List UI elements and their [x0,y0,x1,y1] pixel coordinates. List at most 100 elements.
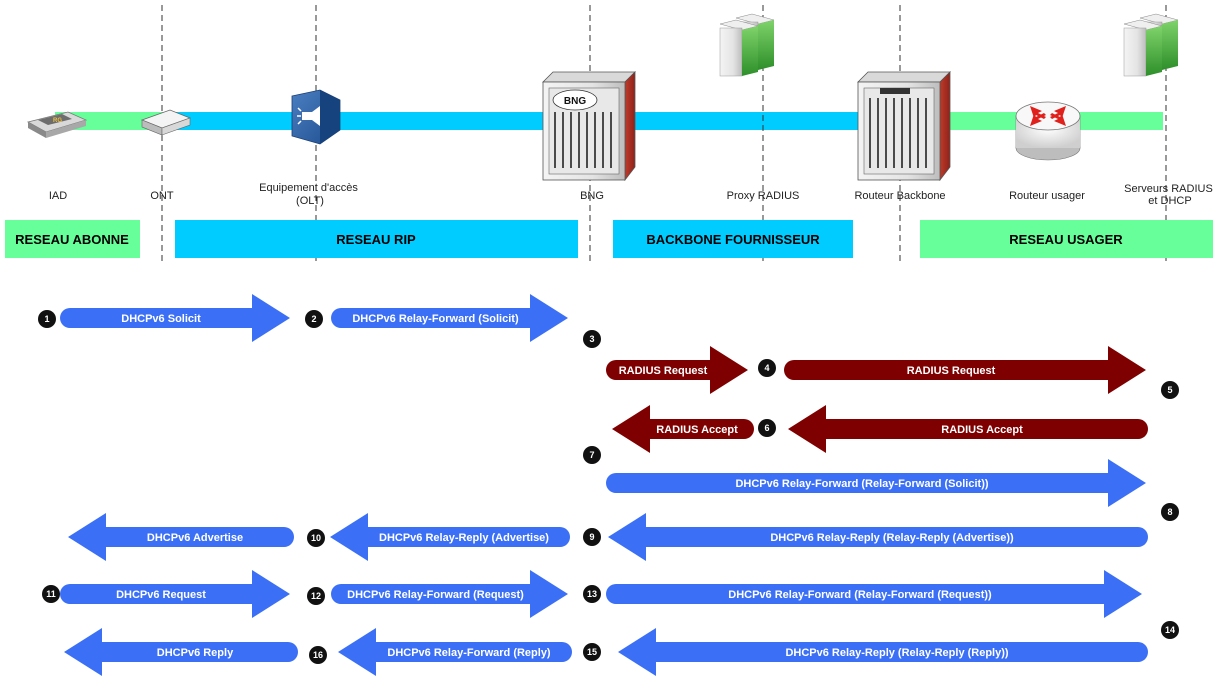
arrow-shape [338,628,572,676]
step-number: 8 [1167,507,1172,517]
device-label-iad: IAD [49,190,67,202]
device-labels: IAD ONT Equipement d'accès (OLT) BNG Pro… [49,182,1216,207]
zone-backbone [613,220,853,258]
message-arrow-1: DHCPv6 Solicit [60,294,290,342]
step-circle [583,528,601,546]
arrow-shape [64,628,298,676]
message-arrow-2: DHCPv6 Relay-Forward (Solicit) [331,294,568,342]
step-marker-4: 4 [758,359,776,377]
message-arrow-14: DHCPv6 Relay-Forward (Relay-Forward (Req… [606,570,1142,618]
step-marker-6: 6 [758,419,776,437]
step-marker-11: 11 [42,585,60,603]
message-arrow-13: DHCPv6 Relay-Forward (Request) [331,570,568,618]
message-arrow-4: RADIUS Request [606,346,748,394]
step-marker-1: 1 [38,310,56,328]
message-arrow-16: DHCPv6 Relay-Forward (Reply) [338,628,572,676]
message-arrow-10: DHCPv6 Relay-Reply (Advertise) [330,513,570,561]
arrow-shape [331,294,568,342]
step-circle [305,310,323,328]
link-ont-bng [163,112,603,130]
step-circle [1161,621,1179,639]
radius-dhcp-server-icon [1123,13,1179,77]
arrow-shape [331,570,568,618]
arrow-label: RADIUS Request [907,365,996,377]
zone-rip [175,220,578,258]
zones: RESEAU ABONNE RESEAU RIP BACKBONE FOURNI… [5,220,1213,258]
step-circle [309,646,327,664]
message-arrow-8: DHCPv6 Relay-Forward (Relay-Forward (Sol… [606,459,1146,507]
step-marker-3: 3 [583,330,601,348]
step-circle [307,529,325,547]
step-number: 14 [1165,625,1175,635]
message-arrows: DHCPv6 Solicit DHCPv6 Relay-Forward (Soli… [60,294,1148,676]
arrow-label: DHCPv6 Relay-Forward (Solicit) [352,313,519,325]
arrow-shape [784,346,1146,394]
step-number: 5 [1167,385,1172,395]
device-label-bng: BNG [580,190,604,202]
step-marker-10: 10 [307,529,325,547]
olt-access-icon [291,89,341,145]
svg-text:RG: RG [53,118,62,124]
step-number: 2 [311,314,316,324]
arrow-label: RADIUS Accept [941,424,1023,436]
step-marker-15: 15 [583,643,601,661]
zone-label-usager: RESEAU USAGER [1009,232,1123,247]
arrow-shape [606,346,748,394]
step-number: 11 [46,589,56,599]
device-label-proxy: Proxy RADIUS [727,190,800,202]
arrow-label: DHCPv6 Relay-Forward (Request) [347,589,524,601]
arrow-shape [612,405,754,453]
arrow-label: DHCPv6 Relay-Forward (Relay-Forward (Sol… [735,478,988,490]
step-marker-8: 8 [1161,503,1179,521]
proxy-radius-server-icon [719,13,775,77]
step-marker-9: 9 [583,528,601,546]
message-arrow-5: RADIUS Request [784,346,1146,394]
step-circle [583,330,601,348]
arrow-shape [788,405,1148,453]
zone-usager [920,220,1213,258]
iad-modem-icon: RG [26,111,88,138]
bng-badge-label: BNG [564,96,586,107]
device-label-servers: Serveurs RADIUS et DHCP [1124,183,1216,207]
step-marker-12: 12 [307,587,325,605]
message-arrow-9: DHCPv6 Relay-Reply (Relay-Reply (Adverti… [608,513,1148,561]
step-number: 15 [587,647,597,657]
arrow-label: DHCPv6 Relay-Reply (Relay-Reply (Adverti… [770,532,1014,544]
step-number: 4 [764,363,769,373]
step-number: 12 [311,591,321,601]
arrow-label: DHCPv6 Relay-Forward (Relay-Forward (Req… [728,589,992,601]
step-circle [307,587,325,605]
step-circle [758,419,776,437]
message-arrow-7: RADIUS Accept [612,405,754,453]
step-circle [758,359,776,377]
arrow-shape [68,513,294,561]
arrow-shape [606,459,1146,507]
arrow-label: RADIUS Request [619,365,708,377]
step-circle [583,446,601,464]
arrow-shape [608,513,1148,561]
step-number: 13 [587,589,597,599]
arrow-label: DHCPv6 Relay-Reply (Relay-Reply (Reply)) [785,647,1008,659]
arrow-label: DHCPv6 Advertise [147,532,243,544]
zone-label-backbone: BACKBONE FOURNISSEUR [646,232,820,247]
step-number: 7 [589,450,594,460]
arrow-label: DHCPv6 Request [116,589,206,601]
zone-abonne [5,220,140,258]
arrow-shape [60,570,290,618]
step-number: 6 [764,423,769,433]
arrow-label: DHCPv6 Reply [157,647,234,659]
bng-badge [552,89,598,111]
message-arrow-12: DHCPv6 Request [60,570,290,618]
step-number: 16 [313,650,323,660]
router-backbone-chassis-icon [857,71,951,182]
step-number: 9 [589,532,594,542]
link-bng-backbone [603,112,898,130]
step-number: 1 [44,314,49,324]
router-usager-icon [1015,101,1081,161]
arrow-shape [330,513,570,561]
step-number: 3 [589,334,594,344]
arrow-shape [60,294,290,342]
step-circle [38,310,56,328]
arrow-shape [618,628,1148,676]
